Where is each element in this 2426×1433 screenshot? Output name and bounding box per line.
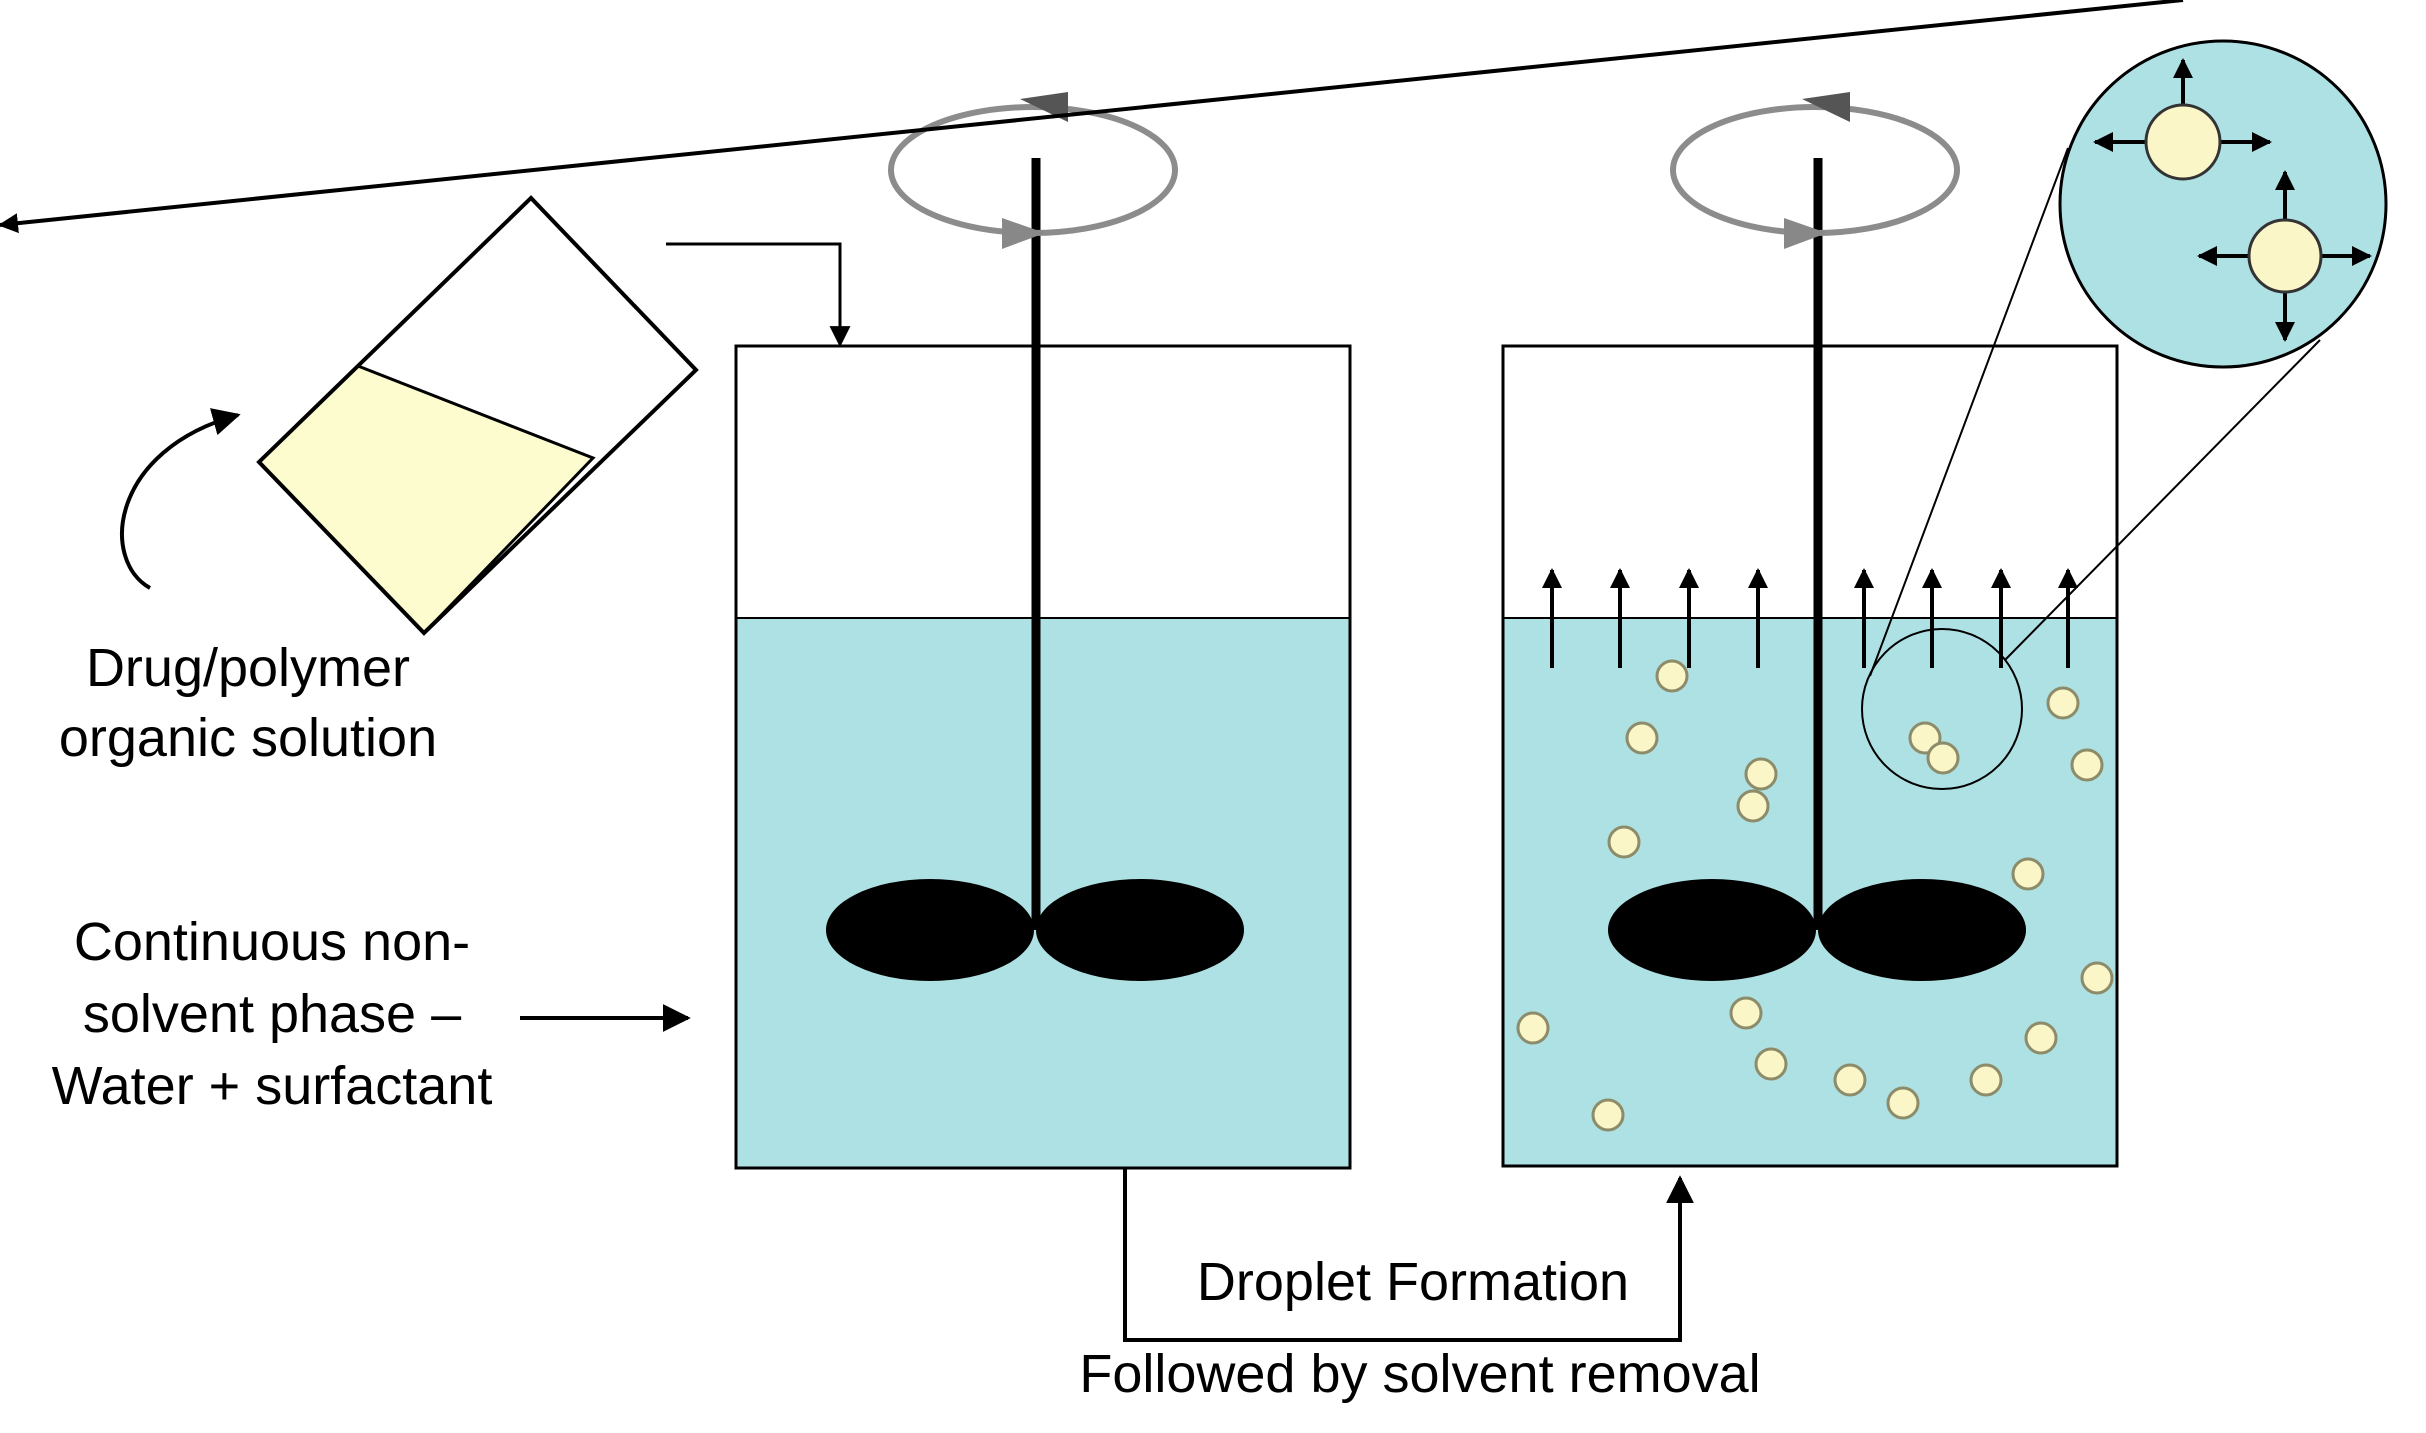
expanding-droplet [2247, 218, 2323, 294]
outward-arrows-icon [0, 0, 2272, 234]
droplet [1744, 757, 1778, 791]
pour-arrow [666, 242, 851, 348]
impeller-blade-right [1036, 879, 1244, 981]
droplet [1655, 659, 1689, 693]
organic-solution-beaker [256, 195, 699, 636]
process-connector-arrow [1123, 1168, 1694, 1342]
aqueous-phase [1503, 618, 2117, 1166]
continuous-phase-label: solvent phase – [83, 984, 461, 1044]
zoom-circle [2058, 39, 2388, 369]
droplet [1833, 1063, 1867, 1097]
outward-arrows-icon [2197, 170, 2372, 342]
droplet [2011, 857, 2045, 891]
tank-outline [1501, 344, 2119, 1168]
zoom-connector [1869, 147, 2069, 677]
tank-outline [734, 344, 1352, 1170]
curved-arrow-icon [120, 408, 241, 590]
solvent-evaporation-arrows [1542, 568, 2078, 668]
continuous-phase-label: Continuous non- [74, 912, 470, 972]
continuous-phase-label: Water + surfactant [52, 1056, 493, 1116]
beaker-outline [256, 195, 699, 636]
droplet [1969, 1063, 2003, 1097]
droplet [2080, 961, 2114, 995]
droplet [1736, 789, 1770, 823]
mixing-tank-1 [734, 92, 1352, 1170]
droplet [2046, 686, 2080, 720]
expanding-droplet [2144, 103, 2222, 181]
zoom-inset [0, 0, 2388, 369]
droplet [1516, 1011, 1550, 1045]
droplet [1754, 1047, 1788, 1081]
drug-solution-label: organic solution [59, 708, 437, 768]
rotation-arrow-icon [1670, 92, 1960, 249]
solvent-removal-label: Followed by solvent removal [1079, 1344, 1760, 1404]
mixing-tank-2 [1501, 92, 2119, 1168]
impeller-blade-left [1608, 879, 1816, 981]
droplet [1926, 741, 1960, 775]
droplet-formation-label: Droplet Formation [1197, 1252, 1629, 1312]
zoom-source-circle [1861, 628, 2023, 790]
droplet [2024, 1021, 2058, 1055]
impeller-blade-right [1818, 879, 2026, 981]
droplet [1886, 1086, 1920, 1120]
drug-solution-label: Drug/polymer [86, 638, 410, 698]
droplet [1591, 1098, 1625, 1132]
droplets [1516, 659, 2114, 1132]
droplet [1729, 996, 1763, 1030]
zoom-connector [2004, 339, 2321, 661]
organic-solution-liquid [256, 364, 596, 636]
droplet [1625, 721, 1659, 755]
impeller-blade-left [826, 879, 1034, 981]
droplet [1607, 825, 1641, 859]
droplet [2070, 748, 2104, 782]
aqueous-phase [736, 618, 1350, 1168]
